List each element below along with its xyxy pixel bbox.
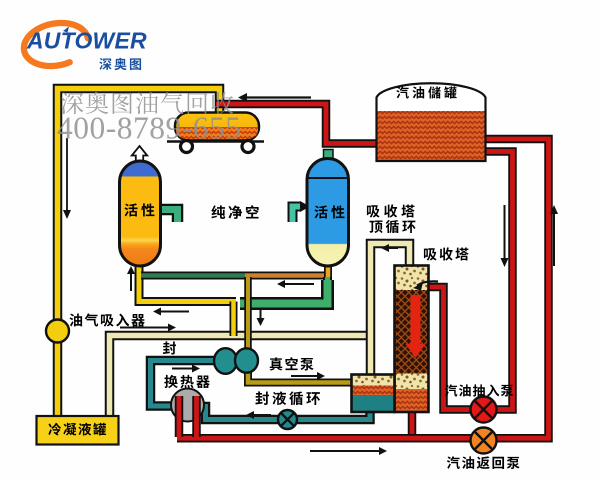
svg-text:AUTOWER: AUTOWER [26, 28, 147, 54]
svg-text:400-8789-655: 400-8789-655 [57, 111, 241, 146]
